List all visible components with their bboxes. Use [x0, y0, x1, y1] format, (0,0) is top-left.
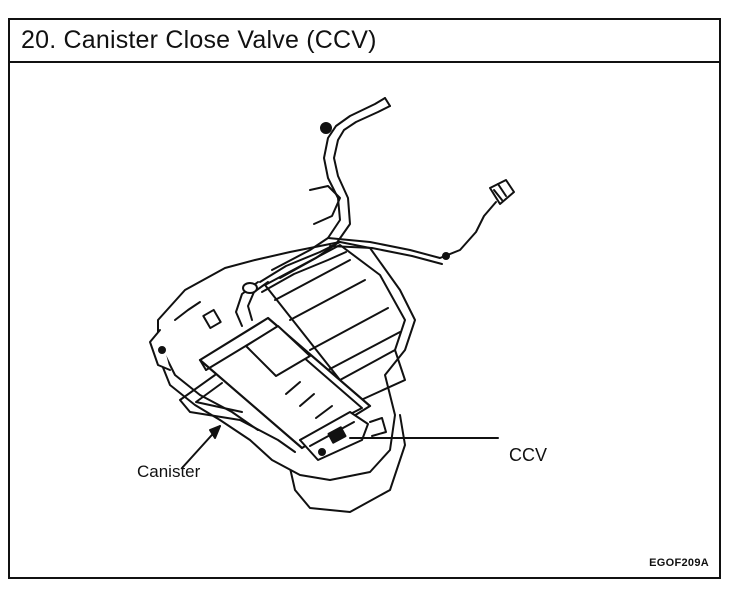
tank-rib-2 — [289, 279, 366, 321]
canister-rib-1 — [285, 381, 301, 395]
hose-connector — [202, 308, 222, 330]
canister-rib-2 — [299, 393, 315, 407]
hose-clamp — [242, 282, 258, 294]
connector-pins — [493, 183, 507, 201]
canister-body — [198, 316, 372, 450]
fuel-tank-flange — [174, 301, 201, 321]
canister-leader-arrow — [209, 425, 221, 439]
ccv-port — [318, 448, 326, 456]
mount-hole-left — [158, 346, 166, 354]
wiring-harness-2 — [329, 245, 443, 265]
canister-strap-inner — [195, 382, 243, 413]
title-bar: 20. Canister Close Valve (CCV) — [10, 20, 719, 63]
pipe-clip — [320, 122, 332, 134]
figure-frame: 20. Canister Close Valve (CCV) — [8, 18, 721, 579]
figure-code: EGOF209A — [649, 557, 709, 569]
canister-rib-3 — [315, 405, 333, 419]
figure-title: 20. Canister Close Valve (CCV) — [21, 26, 377, 54]
tank-rib-4 — [327, 331, 401, 371]
pipe-end — [384, 97, 391, 107]
purge-hose-2 — [261, 251, 347, 293]
side-pipe — [309, 185, 341, 225]
harness-clip — [442, 252, 450, 260]
ccv-bracket — [369, 417, 387, 437]
vent-pipe-outer — [271, 97, 386, 271]
fuel-tank-rim — [164, 354, 259, 431]
tank-rib-3 — [309, 307, 389, 351]
vent-hose-2 — [247, 281, 269, 321]
canister-strap — [179, 374, 296, 453]
ccv-connector — [327, 426, 347, 444]
canister-top-edge — [199, 359, 207, 371]
tank-rib-1 — [274, 259, 351, 301]
canister-label-plate — [245, 325, 311, 377]
canister-label: Canister — [137, 462, 201, 481]
wiring-harness — [327, 201, 497, 259]
canister-ccv-diagram — [149, 97, 515, 513]
connector-plug — [489, 179, 515, 205]
ccv-label: CCV — [509, 445, 548, 465]
